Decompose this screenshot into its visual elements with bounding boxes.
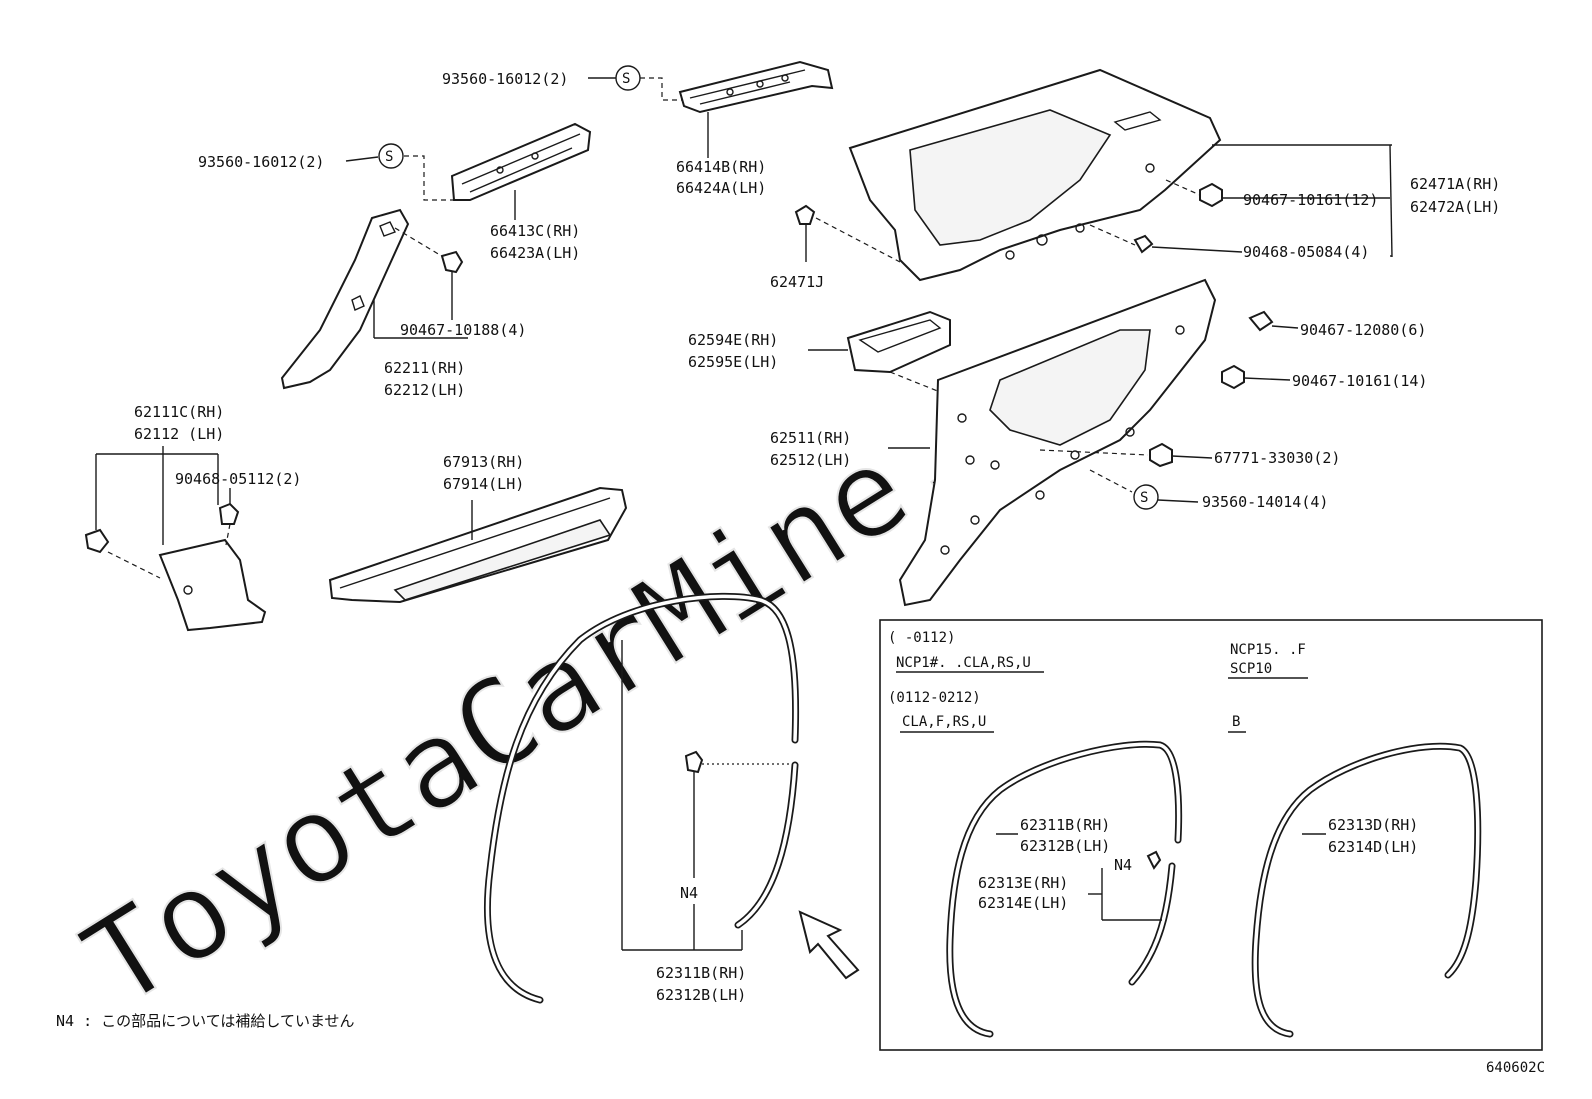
callout-66424A: 66424A(LH) bbox=[676, 179, 766, 197]
part-62471A-upper-quarter-trim bbox=[848, 68, 1222, 282]
callout-67771-33030: 67771-33030(2) bbox=[1214, 449, 1340, 467]
callout-90468-05112: 90468-05112(2) bbox=[175, 470, 301, 488]
screw-symbol-top bbox=[615, 65, 641, 91]
clip-90467-10161-upper bbox=[1199, 182, 1223, 208]
callout-67914: 67914(LH) bbox=[443, 475, 524, 493]
callout-93560-16012-left: 93560-16012(2) bbox=[198, 153, 324, 171]
figure-code: 640602C bbox=[1486, 1060, 1545, 1076]
callout-93560-16012-top: 93560-16012(2) bbox=[442, 70, 568, 88]
callout-62111C: 62111C(RH) bbox=[134, 403, 224, 421]
callout-62595E: 62595E(LH) bbox=[688, 353, 778, 371]
callout-62211: 62211(RH) bbox=[384, 359, 465, 377]
callout-93560-14014: 93560-14014(4) bbox=[1202, 493, 1328, 511]
callout-66413C: 66413C(RH) bbox=[490, 222, 580, 240]
label-n4-main: N4 bbox=[680, 884, 698, 902]
inset-callout-62313E: 62313E(RH) bbox=[978, 874, 1068, 892]
inset-variant-right-3: B bbox=[1232, 714, 1240, 730]
clip-90468-05084 bbox=[1133, 234, 1154, 254]
clip-90467-12080 bbox=[1248, 310, 1274, 332]
inset-range-2: (0112-0212) bbox=[888, 690, 981, 706]
part-62311B-weatherstrip-main bbox=[483, 592, 800, 1004]
inset-callout-62314E: 62314E(LH) bbox=[978, 894, 1068, 912]
inset-callout-62311B: 62311B(RH) bbox=[1020, 816, 1110, 834]
callout-67913: 67913(RH) bbox=[443, 453, 524, 471]
screw-symbol-left bbox=[378, 143, 404, 169]
inset-variant-right-2: SCP10 bbox=[1230, 661, 1272, 677]
callout-66414B: 66414B(RH) bbox=[676, 158, 766, 176]
part-62111C-kick-panel bbox=[158, 538, 267, 632]
clip-62471J bbox=[794, 204, 816, 225]
clip-90467-10161-lower bbox=[1221, 364, 1245, 390]
callout-62312B-main: 62312B(LH) bbox=[656, 986, 746, 1004]
callout-62212: 62212(LH) bbox=[384, 381, 465, 399]
part-62313D-weatherstrip-inset bbox=[1251, 742, 1482, 1038]
inset-variant-box bbox=[879, 619, 1543, 1051]
inset-variant-right-1: NCP15. .F bbox=[1230, 642, 1306, 658]
part-62511-quarter-trim bbox=[898, 278, 1217, 607]
clip-90468-05112 bbox=[218, 502, 240, 525]
screw-symbol-lower bbox=[1133, 484, 1159, 510]
callout-62471J: 62471J bbox=[770, 273, 824, 291]
part-66414B-bracket bbox=[678, 60, 834, 114]
callout-90467-12080: 90467-12080(6) bbox=[1300, 321, 1426, 339]
callout-62112: 62112 (LH) bbox=[134, 425, 224, 443]
inset-callout-62314D: 62314D(LH) bbox=[1328, 838, 1418, 856]
callout-90468-05084: 90468-05084(4) bbox=[1243, 243, 1369, 261]
inset-callout-62312B: 62312B(LH) bbox=[1020, 837, 1110, 855]
callout-66423A: 66423A(LH) bbox=[490, 244, 580, 262]
part-62211-pillar-garnish bbox=[280, 208, 410, 390]
inset-clip-n4 bbox=[1146, 850, 1162, 870]
clip-n4-main bbox=[684, 750, 704, 774]
clip-kick-left bbox=[84, 528, 110, 554]
callout-90467-10161-12: 90467-10161(12) bbox=[1243, 191, 1378, 209]
part-67913-scuff-plate bbox=[328, 486, 628, 604]
screw-symbol-label: S bbox=[1140, 490, 1148, 506]
callout-62472A: 62472A(LH) bbox=[1410, 198, 1500, 216]
callout-62471A: 62471A(RH) bbox=[1410, 175, 1500, 193]
part-66413C-bracket bbox=[450, 122, 592, 201]
callout-62512: 62512(LH) bbox=[770, 451, 851, 469]
screw-symbol-label: S bbox=[385, 149, 393, 165]
part-62311B-weatherstrip-inset bbox=[946, 740, 1183, 1038]
callout-62311B-main: 62311B(RH) bbox=[656, 964, 746, 982]
callout-62511: 62511(RH) bbox=[770, 429, 851, 447]
inset-variant-1: NCP1#. .CLA,RS,U bbox=[896, 655, 1031, 671]
inset-variant-2: CLA,F,RS,U bbox=[902, 714, 986, 730]
callout-90467-10161-14: 90467-10161(14) bbox=[1292, 372, 1427, 390]
inset-label-n4: N4 bbox=[1114, 856, 1132, 874]
part-62594E-pocket bbox=[846, 310, 951, 374]
arrow-to-inset-icon bbox=[798, 910, 860, 980]
callout-90467-10188: 90467-10188(4) bbox=[400, 321, 526, 339]
callout-62594E: 62594E(RH) bbox=[688, 331, 778, 349]
inset-callout-62313D: 62313D(RH) bbox=[1328, 816, 1418, 834]
footnote: N4 : この部品については補給していません bbox=[56, 1012, 355, 1030]
clip-90467-10188 bbox=[440, 250, 464, 274]
inset-range-1: ( -0112) bbox=[888, 630, 955, 646]
clip-67771-33030 bbox=[1149, 442, 1173, 468]
screw-symbol-label: S bbox=[622, 71, 630, 87]
